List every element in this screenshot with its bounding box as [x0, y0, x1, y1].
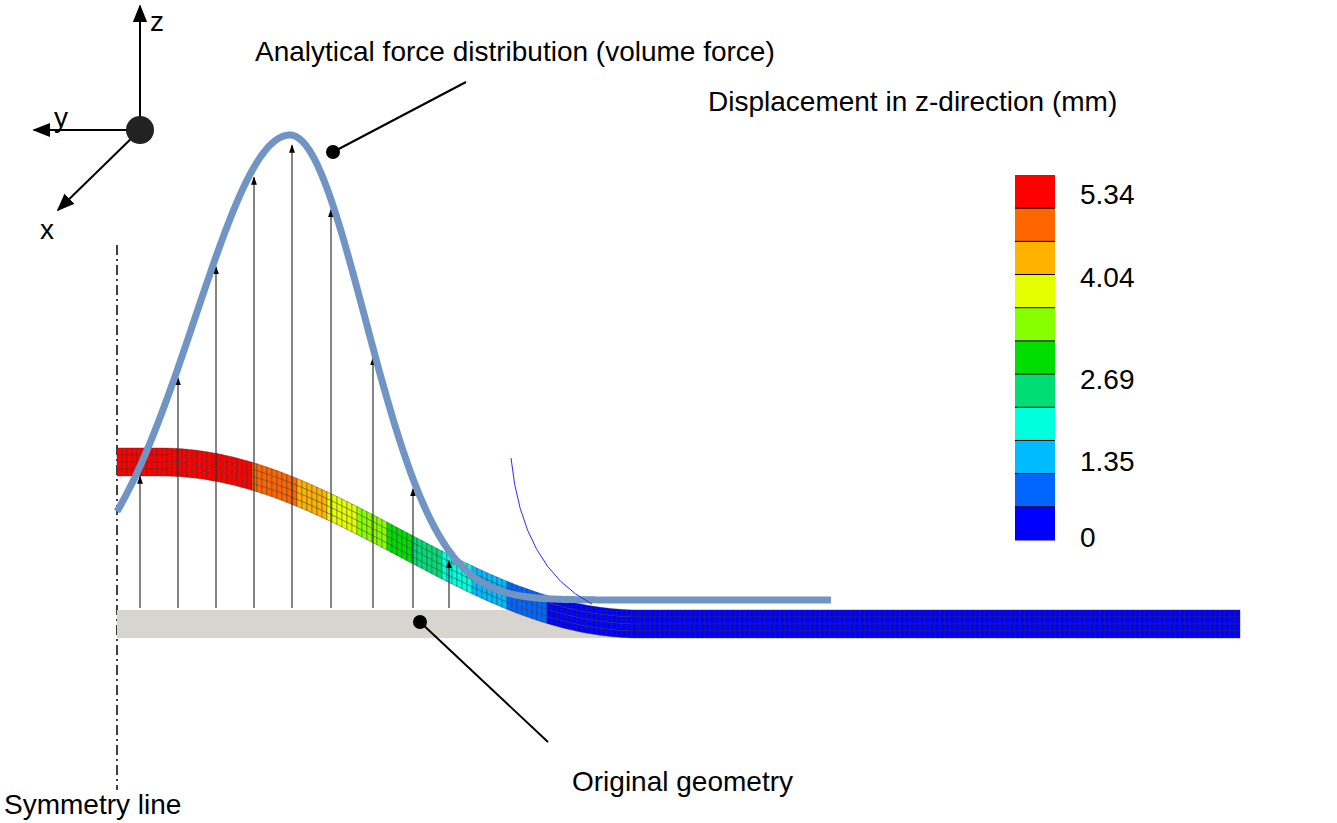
part-label: Original geometry — [572, 766, 793, 798]
axis-label: x — [40, 214, 54, 246]
axis-label: y — [54, 102, 68, 134]
symmetry-line — [116, 245, 118, 790]
color-bar — [1015, 175, 1055, 541]
force-arrows — [140, 145, 449, 608]
curve-label: Analytical force distribution (volume fo… — [255, 36, 775, 68]
axis-label: z — [150, 6, 164, 38]
colorbar-tick: 0 — [1080, 522, 1096, 554]
colorbar-tick: 1.35 — [1080, 446, 1135, 478]
deformed-mesh — [117, 448, 1240, 638]
colorbar-title: Displacement in z-direction (mm) — [708, 86, 1117, 118]
arc-marker — [511, 458, 592, 604]
force-curve — [117, 135, 831, 600]
part-label: Symmetry line — [4, 789, 181, 821]
leader-lines — [327, 82, 548, 742]
axis-triad — [34, 6, 154, 210]
original-geometry — [117, 610, 640, 638]
colorbar-tick: 5.34 — [1080, 179, 1135, 211]
colorbar-tick: 2.69 — [1080, 364, 1135, 396]
colorbar-tick: 4.04 — [1080, 262, 1135, 294]
